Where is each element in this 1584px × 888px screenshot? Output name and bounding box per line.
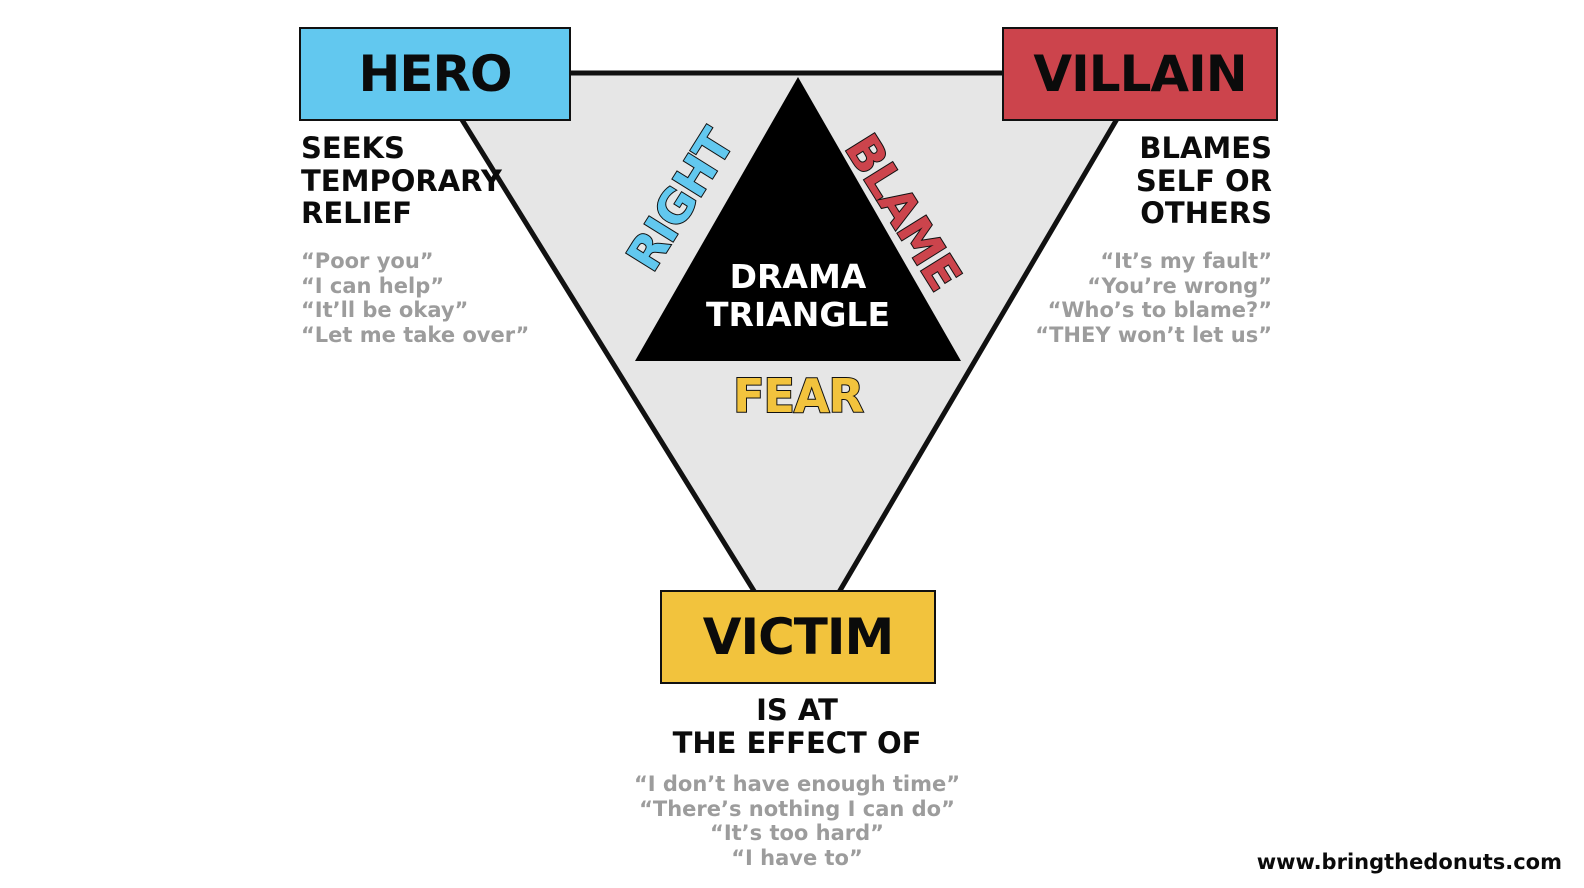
hero-quote: “Poor you”	[301, 249, 434, 273]
hero-quote: “It’ll be okay”	[301, 298, 469, 322]
villain-role-box: VILLAIN	[1002, 27, 1278, 121]
hero-title: HERO	[358, 45, 512, 103]
victim-quote: “It’s too hard”	[710, 821, 884, 845]
hero-quote: “I can help”	[301, 273, 445, 298]
villain-quote: “THEY won’t let us”	[1035, 322, 1272, 347]
victim-title: VICTIM	[702, 608, 894, 666]
drama-triangle-title-line: DRAMA	[729, 257, 867, 296]
villain-quote: “You’re wrong”	[1087, 273, 1272, 298]
villain-description-line: SELF OR	[1135, 163, 1272, 198]
hero-description-line: TEMPORARY	[301, 163, 502, 198]
hero-description: SEEKS TEMPORARY RELIEF	[301, 132, 502, 230]
victim-description-line: THE EFFECT OF	[672, 725, 922, 760]
villain-description-line: BLAMES	[1139, 131, 1272, 165]
hero-description-line: RELIEF	[301, 196, 413, 230]
victim-description: IS AT THE EFFECT OF	[592, 694, 1002, 759]
drama-triangle-title-line: TRIANGLE	[705, 295, 890, 334]
villain-description-line: OTHERS	[1140, 196, 1272, 230]
villain-quotes: “It’s my fault” “You’re wrong” “Who’s to…	[1035, 249, 1272, 347]
hero-description-line: SEEKS	[301, 131, 405, 165]
outer-triangle	[428, 70, 1149, 667]
victim-quote: “I have to”	[731, 845, 863, 870]
inner-drama-triangle	[635, 77, 961, 361]
victim-quotes: “I don’t have enough time” “There’s noth…	[592, 772, 1002, 870]
victim-quote: “I don’t have enough time”	[633, 772, 961, 796]
victim-description-line: IS AT	[756, 693, 838, 727]
villain-quote: “Who’s to blame?”	[1047, 298, 1272, 322]
victim-quote: “There’s nothing I can do”	[639, 796, 955, 821]
hero-role-box: HERO	[299, 27, 571, 121]
emotion-fear-label: FEAR	[732, 368, 865, 424]
villain-quote: “It’s my fault”	[1100, 249, 1272, 273]
hero-quote: “Let me take over”	[301, 322, 530, 347]
victim-role-box: VICTIM	[660, 590, 936, 684]
villain-description: BLAMES SELF OR OTHERS	[1136, 132, 1272, 230]
footer-url: www.bringthedonuts.com	[1256, 850, 1562, 874]
hero-quotes: “Poor you” “I can help” “It’ll be okay” …	[301, 249, 529, 347]
villain-title: VILLAIN	[1033, 45, 1247, 103]
drama-triangle-title: DRAMA TRIANGLE	[660, 258, 936, 334]
